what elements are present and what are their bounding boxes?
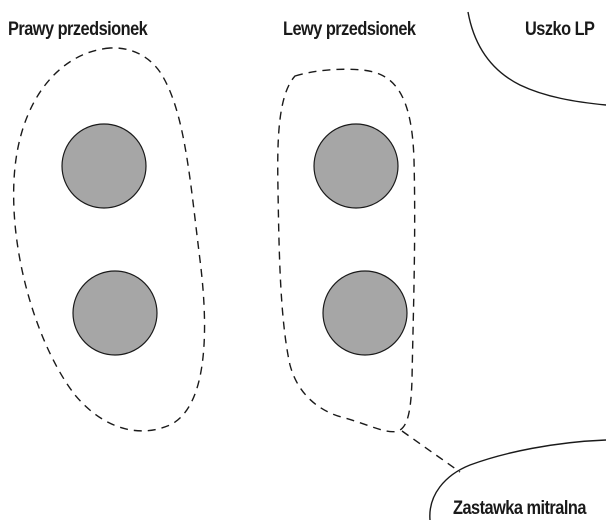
left-atrial-appendage-label: Uszko LP bbox=[525, 19, 595, 40]
mitral-valve-label: Zastawka mitralna bbox=[453, 498, 586, 519]
mitral-valve-curve bbox=[429, 439, 606, 520]
right-atrium-outline bbox=[12, 47, 206, 432]
mitral-connector-line bbox=[401, 430, 461, 473]
right-atrium-upper-marker bbox=[61, 123, 147, 209]
right-atrium-lower-marker bbox=[72, 270, 158, 356]
left-atrium-outline bbox=[277, 68, 416, 433]
left-atrium-label: Lewy przedsionek bbox=[283, 19, 416, 40]
left-atrium-upper-marker bbox=[313, 123, 399, 209]
left-atrium-lower-marker bbox=[322, 270, 408, 356]
right-atrium-label: Prawy przedsionek bbox=[8, 19, 148, 40]
left-atrial-appendage-curve bbox=[467, 11, 606, 106]
